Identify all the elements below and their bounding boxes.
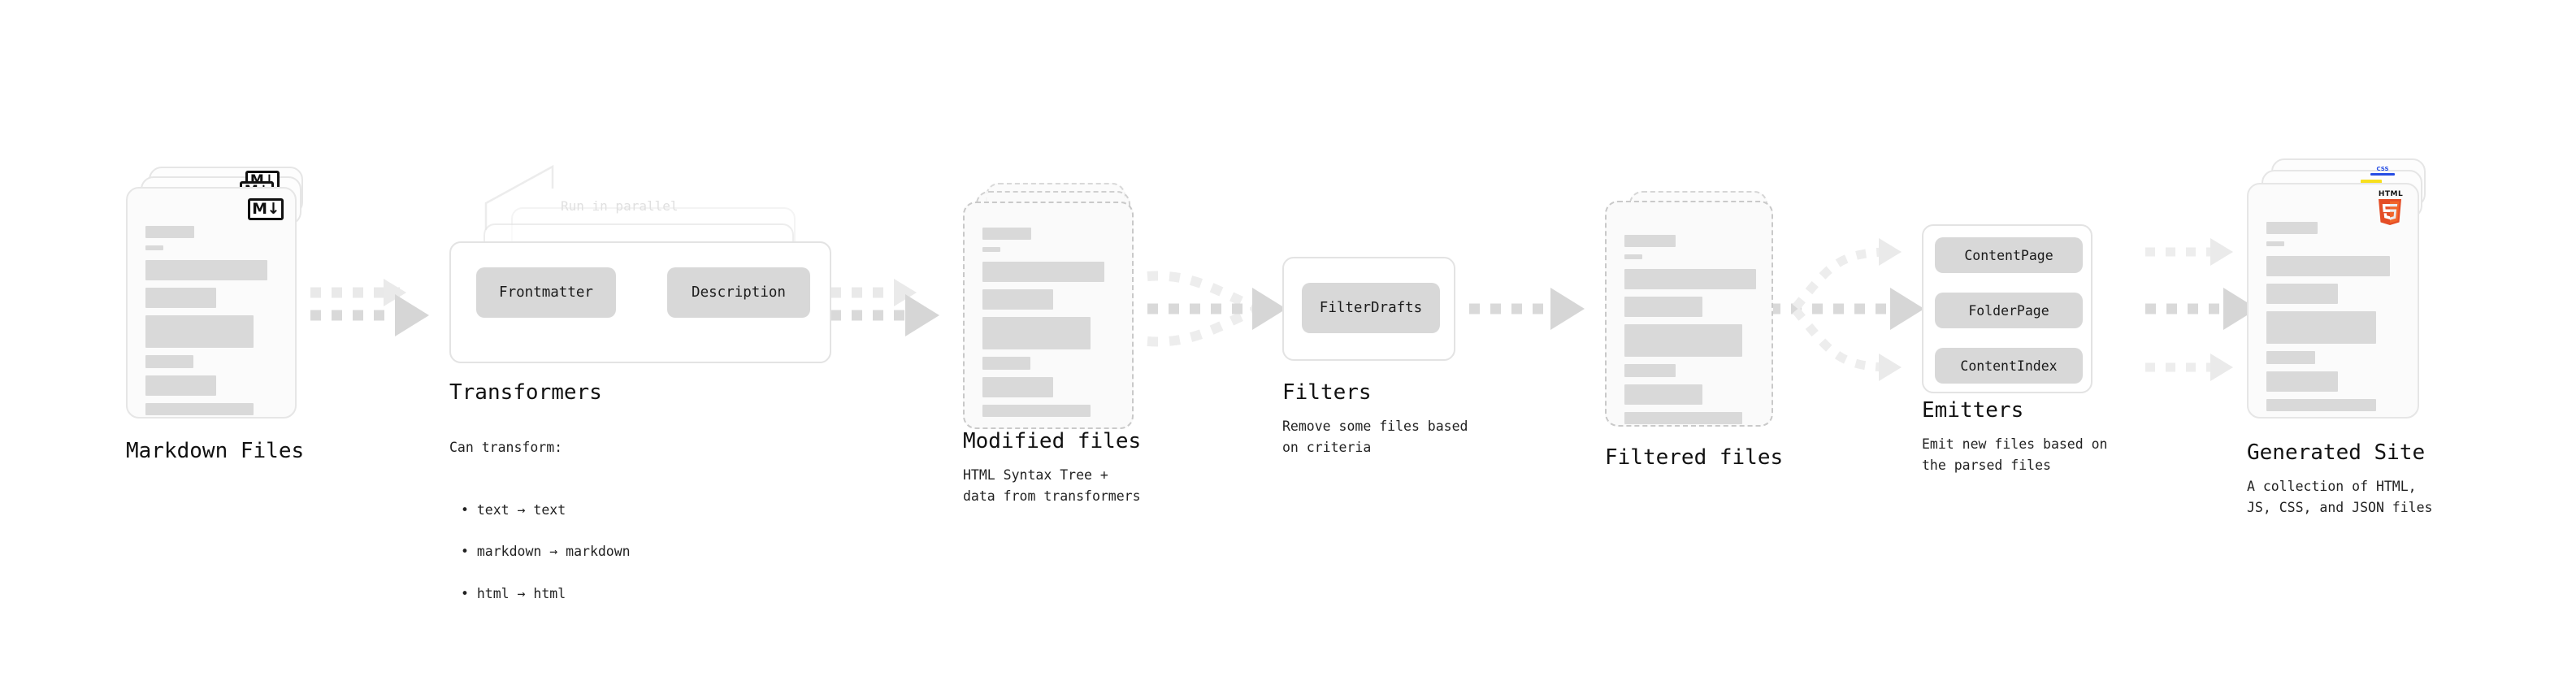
filters-caption: Remove some files based on criteria [1282, 419, 1468, 455]
html5-icon: HTML [2377, 191, 2405, 227]
emitters-caption: Emit new files based on the parsed files [1922, 436, 2108, 473]
arrow-transformers-to-modified [830, 279, 939, 336]
transformer-chip-description[interactable]: Description [667, 267, 810, 318]
emitters-title: Emitters [1922, 398, 2024, 423]
filter-chip-filterdrafts[interactable]: FilterDrafts [1302, 283, 1440, 333]
placeholder-line [145, 403, 254, 415]
placeholder-line [982, 357, 1030, 370]
markdown-files-stack: M↓ M↓ M↓ [126, 167, 317, 419]
placeholder-line [1624, 412, 1742, 424]
arrow-emitters-to-site [2145, 238, 2257, 381]
generated-site-title: Generated Site [2247, 440, 2426, 465]
modified-files-caption: HTML Syntax Tree + data from transformer… [963, 467, 1141, 504]
modified-card-front [963, 202, 1134, 429]
placeholder-line [982, 377, 1053, 397]
filtered-files-stack [1605, 191, 1792, 427]
placeholder-line [2266, 371, 2338, 392]
placeholder-line [1624, 324, 1742, 357]
modified-placeholder-lines [982, 228, 1114, 424]
emitter-chip-contentindex[interactable]: ContentIndex [1935, 348, 2083, 384]
placeholder-line [2266, 399, 2376, 411]
placeholder-line [982, 405, 1091, 417]
transformers-group: Frontmatter Description [449, 207, 831, 370]
modified-files-stack [963, 183, 1150, 429]
emitter-chip-folderpage[interactable]: FolderPage [1935, 293, 2083, 328]
filtered-card-front [1605, 201, 1773, 427]
transformer-box-front[interactable]: Frontmatter Description [449, 241, 831, 363]
placeholder-line [2266, 284, 2338, 304]
placeholder-line [982, 317, 1091, 349]
placeholder-line [2266, 241, 2284, 246]
transformers-bullet: • markdown → markdown [461, 544, 631, 560]
generated-site-stack: CSS HTML [2247, 158, 2442, 419]
markdown-placeholder-lines [145, 226, 277, 423]
placeholder-line [145, 375, 216, 396]
placeholder-line [1624, 235, 1676, 247]
site-placeholder-lines [2266, 222, 2400, 419]
arrow-markdown-to-transformers [310, 279, 429, 336]
placeholder-line [1624, 364, 1676, 377]
emitters-box[interactable]: ContentPage FolderPage ContentIndex [1922, 224, 2092, 393]
filters-title: Filters [1282, 380, 1372, 405]
filtered-files-title: Filtered files [1605, 445, 1784, 470]
filters-box[interactable]: FilterDrafts [1282, 257, 1455, 361]
placeholder-line [1624, 297, 1702, 317]
placeholder-line [982, 289, 1053, 310]
run-in-parallel-label: Run in parallel [561, 198, 679, 214]
filtered-placeholder-lines [1624, 235, 1756, 432]
placeholder-line [145, 288, 216, 308]
placeholder-line [1624, 384, 1702, 405]
modified-files-title: Modified files [963, 429, 1142, 453]
transformers-caption-lead: Can transform: [449, 439, 563, 455]
transformers-bullet: • html → html [461, 585, 566, 601]
arrow-filters-to-filtered [1469, 288, 1585, 330]
placeholder-line [1624, 254, 1642, 259]
transformers-bullets: • text → text • markdown → markdown • ht… [449, 479, 718, 625]
site-card-front: HTML [2247, 183, 2419, 419]
html5-shield-icon [2379, 199, 2401, 225]
placeholder-line [1624, 269, 1756, 289]
markdown-card-front: M↓ [126, 187, 297, 419]
transformers-caption: Can transform: • text → text • markdown … [449, 416, 718, 645]
placeholder-line [982, 228, 1031, 240]
arrow-modified-to-filters [1147, 271, 1286, 347]
emitter-chip-contentpage[interactable]: ContentPage [1935, 237, 2083, 273]
placeholder-line [145, 245, 163, 250]
transformers-title: Transformers [449, 380, 602, 405]
transformer-chip-frontmatter[interactable]: Frontmatter [476, 267, 616, 318]
placeholder-line [2266, 351, 2315, 364]
placeholder-line [145, 315, 254, 348]
arrow-filtered-to-emitters [1770, 238, 1924, 381]
placeholder-line [145, 226, 194, 238]
markdown-files-title: Markdown Files [126, 439, 305, 463]
transformers-bullet: • text → text [461, 502, 566, 518]
placeholder-line [145, 260, 267, 280]
css-icon: CSS [2370, 167, 2395, 178]
generated-site-caption: A collection of HTML, JS, CSS, and JSON … [2247, 479, 2433, 515]
placeholder-line [2266, 311, 2376, 344]
placeholder-line [982, 247, 1000, 252]
placeholder-line [2266, 222, 2318, 234]
placeholder-line [2266, 256, 2390, 276]
placeholder-line [982, 262, 1104, 282]
placeholder-line [145, 355, 193, 368]
markdown-badge: M↓ [248, 198, 284, 220]
